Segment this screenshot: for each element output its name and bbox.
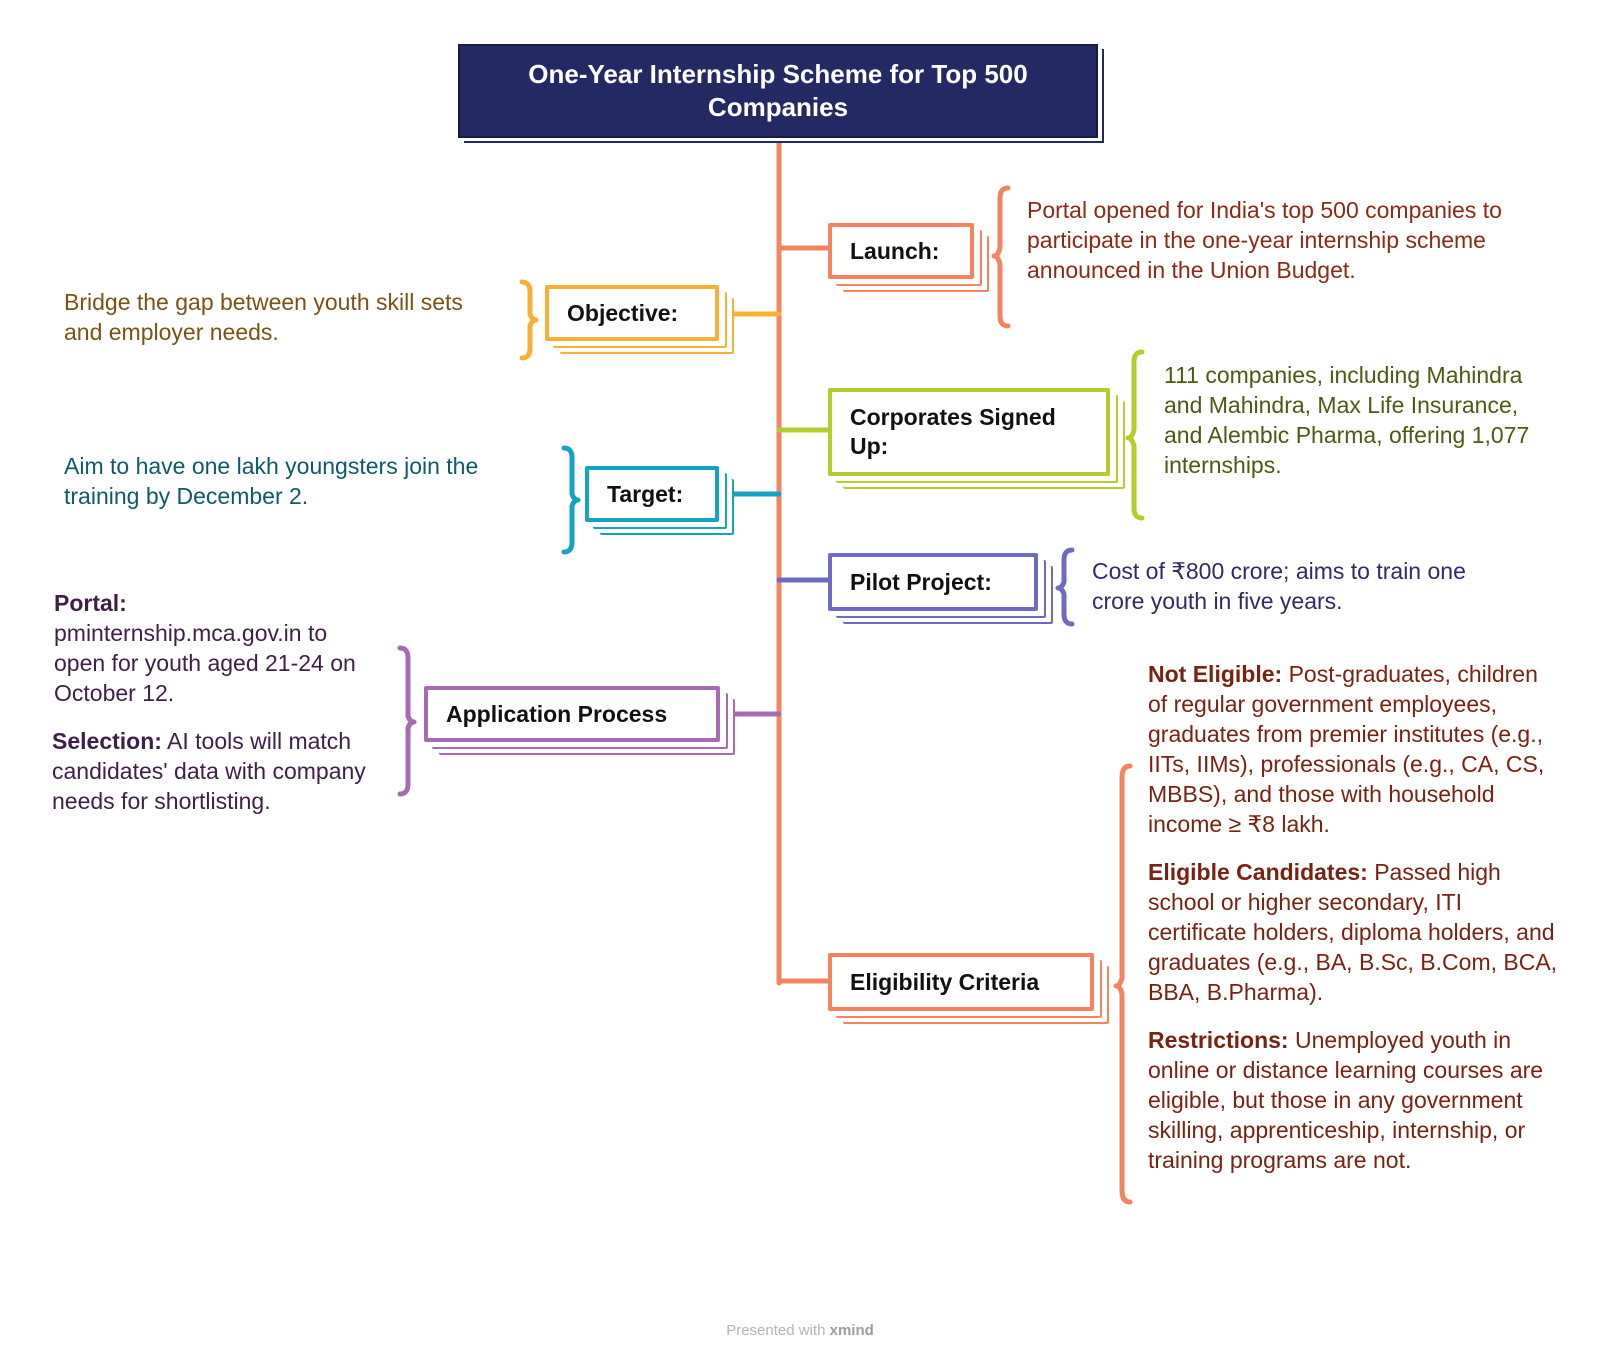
pilot-detail-text: Cost of ₹800 crore; aims to train one cr… <box>1092 558 1466 614</box>
launch-node[interactable]: Launch: <box>828 223 974 279</box>
corporates-node[interactable]: Corporates Signed Up: <box>828 388 1110 476</box>
eligible-text: Passed high school or higher secondary, … <box>1148 859 1558 1005</box>
footer-prefix: Presented with <box>726 1322 826 1339</box>
launch-label: Launch: <box>850 237 940 264</box>
corporates-detail-text: 111 companies, including Mahindra and Ma… <box>1164 362 1530 478</box>
corporates-label: Corporates Signed Up: <box>850 404 1056 459</box>
restrictions-text: Unemployed youth in online or distance l… <box>1148 1027 1544 1173</box>
eligibility-detail: Not Eligible: Post-graduates, children o… <box>1148 659 1558 1193</box>
portal-item: Portal: pminternship.mca.gov.in to open f… <box>54 588 382 708</box>
target-detail: Aim to have one lakh youngsters join the… <box>64 451 544 511</box>
launch-detail: Portal opened for India's top 500 compan… <box>1027 195 1507 285</box>
objective-node[interactable]: Objective: <box>545 285 719 341</box>
portal-label: Portal: <box>54 590 127 616</box>
target-bracket <box>561 445 581 555</box>
application-detail: Portal: pminternship.mca.gov.in to open f… <box>52 588 382 834</box>
not-eligible-text: Post-graduates, children of regular gove… <box>1148 661 1545 837</box>
selection-item: Selection: AI tools will match candidate… <box>52 726 382 816</box>
selection-text: AI tools will match candidates' data wit… <box>52 728 366 814</box>
launch-bracket <box>991 185 1011 329</box>
target-label: Target: <box>607 480 684 507</box>
eligible-item: Eligible Candidates: Passed high school … <box>1148 857 1558 1007</box>
objective-detail: Bridge the gap between youth skill sets … <box>64 287 504 347</box>
application-node[interactable]: Application Process <box>424 686 720 742</box>
objective-label: Objective: <box>567 299 679 326</box>
selection-label: Selection: <box>52 728 162 754</box>
not-eligible-label: Not Eligible: <box>1148 661 1283 687</box>
corporates-bracket <box>1125 349 1145 521</box>
eligibility-label: Eligibility Criteria <box>850 968 1040 995</box>
footer: Presented with xmind <box>0 1322 1600 1339</box>
application-bracket <box>397 645 417 797</box>
restrictions-item: Restrictions: Unemployed youth in online… <box>1148 1025 1558 1175</box>
objective-bracket <box>519 279 539 361</box>
pilot-label: Pilot Project: <box>850 568 992 595</box>
launch-detail-text: Portal opened for India's top 500 compan… <box>1027 197 1502 283</box>
central-topic[interactable]: One-Year Internship Scheme for Top 500 C… <box>458 44 1098 138</box>
target-node[interactable]: Target: <box>585 466 719 522</box>
eligible-label: Eligible Candidates: <box>1148 859 1368 885</box>
pilot-node[interactable]: Pilot Project: <box>828 553 1038 611</box>
eligibility-bracket <box>1113 763 1133 1205</box>
restrictions-label: Restrictions: <box>1148 1027 1289 1053</box>
pilot-bracket <box>1055 547 1075 627</box>
application-label: Application Process <box>446 700 668 727</box>
footer-brand: xmind <box>829 1322 874 1339</box>
portal-text: pminternship.mca.gov.in to open for yout… <box>54 620 356 706</box>
central-topic-text: One-Year Internship Scheme for Top 500 C… <box>528 59 1028 122</box>
corporates-detail: 111 companies, including Mahindra and Ma… <box>1164 360 1534 480</box>
pilot-detail: Cost of ₹800 crore; aims to train one cr… <box>1092 556 1512 616</box>
objective-detail-text: Bridge the gap between youth skill sets … <box>64 289 463 345</box>
target-detail-text: Aim to have one lakh youngsters join the… <box>64 453 479 509</box>
eligibility-node[interactable]: Eligibility Criteria <box>828 953 1094 1011</box>
not-eligible-item: Not Eligible: Post-graduates, children o… <box>1148 659 1558 839</box>
